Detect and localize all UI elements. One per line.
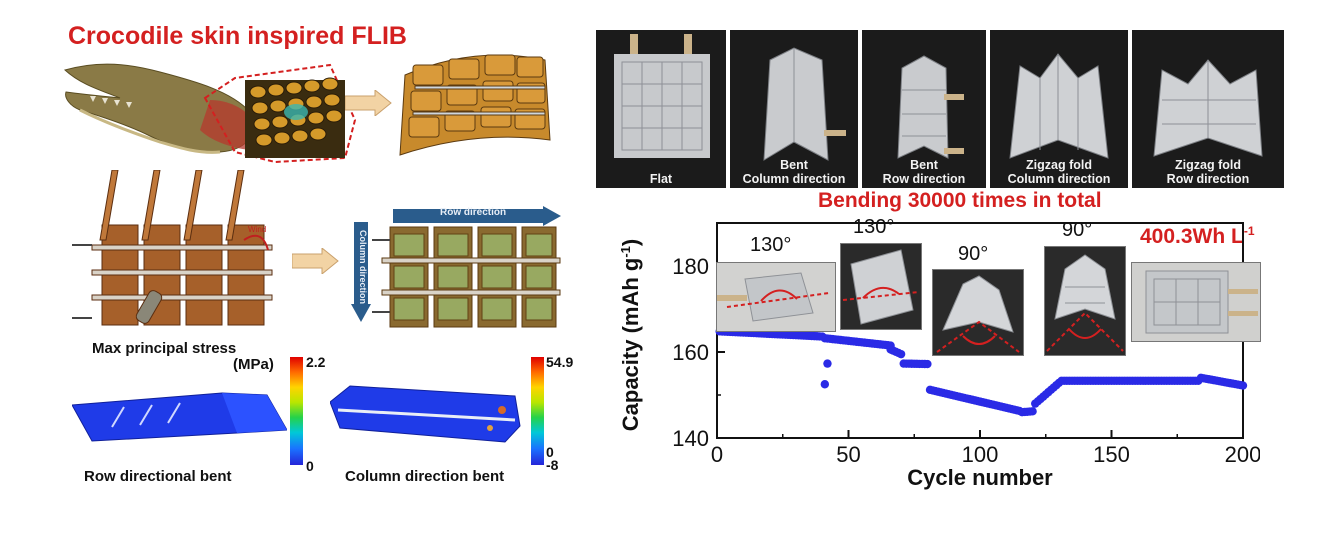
figure-title: Crocodile skin inspired FLIB (68, 22, 407, 50)
data-point (1028, 407, 1037, 416)
inset-photo-1 (716, 262, 836, 332)
woven-cell-assembly (372, 226, 561, 328)
energy-density-exp: -1 (1243, 224, 1255, 238)
data-point-outlier (820, 380, 830, 389)
inset-photo-4 (1044, 246, 1126, 356)
colorbar2-min-value: -8 (546, 457, 559, 473)
y-tick-label: 180 (672, 254, 709, 279)
column-direction-label: Column direction (358, 230, 368, 304)
exploded-cell-structure: Wind (72, 170, 273, 326)
x-tick-label: 150 (1093, 442, 1130, 467)
row-direction-label: Row direction (440, 207, 507, 218)
y-axis-title-close: ) (618, 239, 643, 246)
colorbar-min-value: 0 (306, 458, 314, 474)
fem-column-bent-model (330, 385, 521, 443)
right-arrow-icon (345, 90, 392, 116)
stress-colorbar-row (290, 357, 303, 465)
data-point (896, 349, 906, 359)
y-tick-label: 140 (672, 426, 709, 451)
wind-label: Wind (248, 225, 266, 234)
colorbar-max-value: 2.2 (306, 354, 326, 370)
crocodile-illustration (64, 63, 357, 164)
inset-photo-2 (840, 243, 922, 330)
x-tick-label: 50 (836, 442, 860, 467)
colorbar2-mid-value: 0 (546, 444, 554, 460)
y-axis-title: Capacity (mAh g-1) (618, 239, 643, 431)
data-point (1238, 381, 1248, 390)
x-axis-title: Cycle number (907, 465, 1053, 490)
inset-photo-5 (1131, 262, 1261, 342)
fem-row-bent-model (72, 392, 287, 442)
data-point-outlier (823, 359, 832, 368)
energy-density-label: 400.3Wh L-1 (1140, 224, 1255, 249)
caption-row-bent: Row directional bent (84, 468, 232, 485)
x-tick-label: 100 (962, 442, 999, 467)
column-direction-arrow (351, 222, 371, 322)
energy-density-value: 400.3Wh L (1140, 225, 1244, 248)
stress-unit: (MPa) (233, 356, 274, 373)
capacity-chart: 0 50 100 150 200 140 160 180 Cycle number Capac… (618, 222, 1260, 490)
stress-colorbar-column (531, 357, 544, 465)
chart-axes: 0 50 100 150 200 140 160 180 (672, 222, 1260, 467)
x-tick-label: 0 (711, 442, 723, 467)
colorbar2-max-value: 54.9 (546, 354, 574, 370)
y-axis-title-exp: -1 (618, 246, 633, 258)
y-tick-label: 160 (672, 340, 709, 365)
inset-photo-3 (932, 269, 1024, 356)
inset-angle-1: 130° (750, 234, 792, 256)
row-direction-arrow (393, 206, 561, 226)
inset-angle-2: 130° (853, 216, 895, 238)
photo-flat: Flat (596, 30, 726, 188)
inset-angle-4: 90° (1062, 219, 1093, 241)
caption-column-bent: Column direction bent (345, 468, 505, 485)
data-point (923, 359, 932, 369)
y-axis-title-main: Capacity (mAh g (618, 258, 643, 432)
x-tick-label: 200 (1225, 442, 1260, 467)
right-arrow-icon (292, 248, 339, 274)
scale-array-illustration (399, 54, 551, 156)
photo-flat-caption: Flat (649, 172, 673, 186)
chart-header: Bending 30000 times in total (818, 189, 1102, 212)
inset-angle-3: 90° (958, 243, 989, 265)
stress-title: Max principal stress (92, 340, 237, 357)
